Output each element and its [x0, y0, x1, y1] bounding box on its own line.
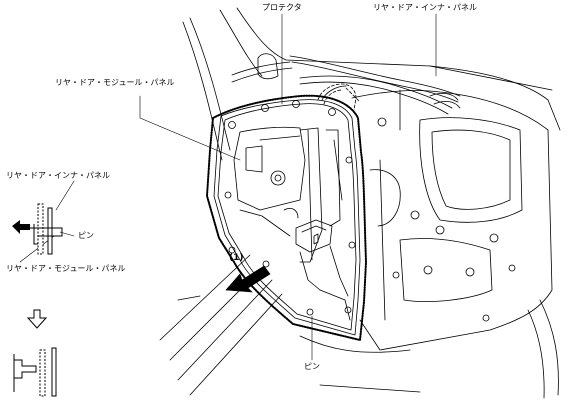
rear-door-module-panel — [213, 99, 361, 336]
removed-part-outline — [317, 83, 361, 111]
left-filled-arrow-icon — [12, 220, 30, 234]
label-pin-bottom: ピン — [304, 362, 320, 371]
leader-lines — [19, 13, 437, 361]
cable-routing — [231, 53, 461, 115]
label-protector: プロテクタ — [262, 3, 302, 12]
down-left-filled-arrow-icon — [225, 265, 271, 293]
label-rear-door-module-panel-top: リヤ・ドア・モジュール・パネル — [55, 78, 175, 87]
step-number-label: (1) — [229, 253, 244, 263]
label-pin-left: ピン — [78, 231, 94, 240]
label-rear-door-inner-panel-left: リヤ・ドア・インナ・パネル — [6, 171, 110, 180]
protector-seal — [206, 94, 367, 341]
pin-detail-after — [13, 347, 57, 397]
down-outline-arrow-icon — [26, 309, 48, 329]
pin-detail-before — [30, 203, 63, 255]
rear-door-inner-panel — [351, 89, 553, 351]
door-frame-lines — [159, 7, 561, 399]
label-rear-door-module-panel-left: リヤ・ドア・モジュール・パネル — [6, 264, 126, 273]
label-rear-door-inner-panel-top: リヤ・ドア・インナ・パネル — [373, 3, 477, 12]
